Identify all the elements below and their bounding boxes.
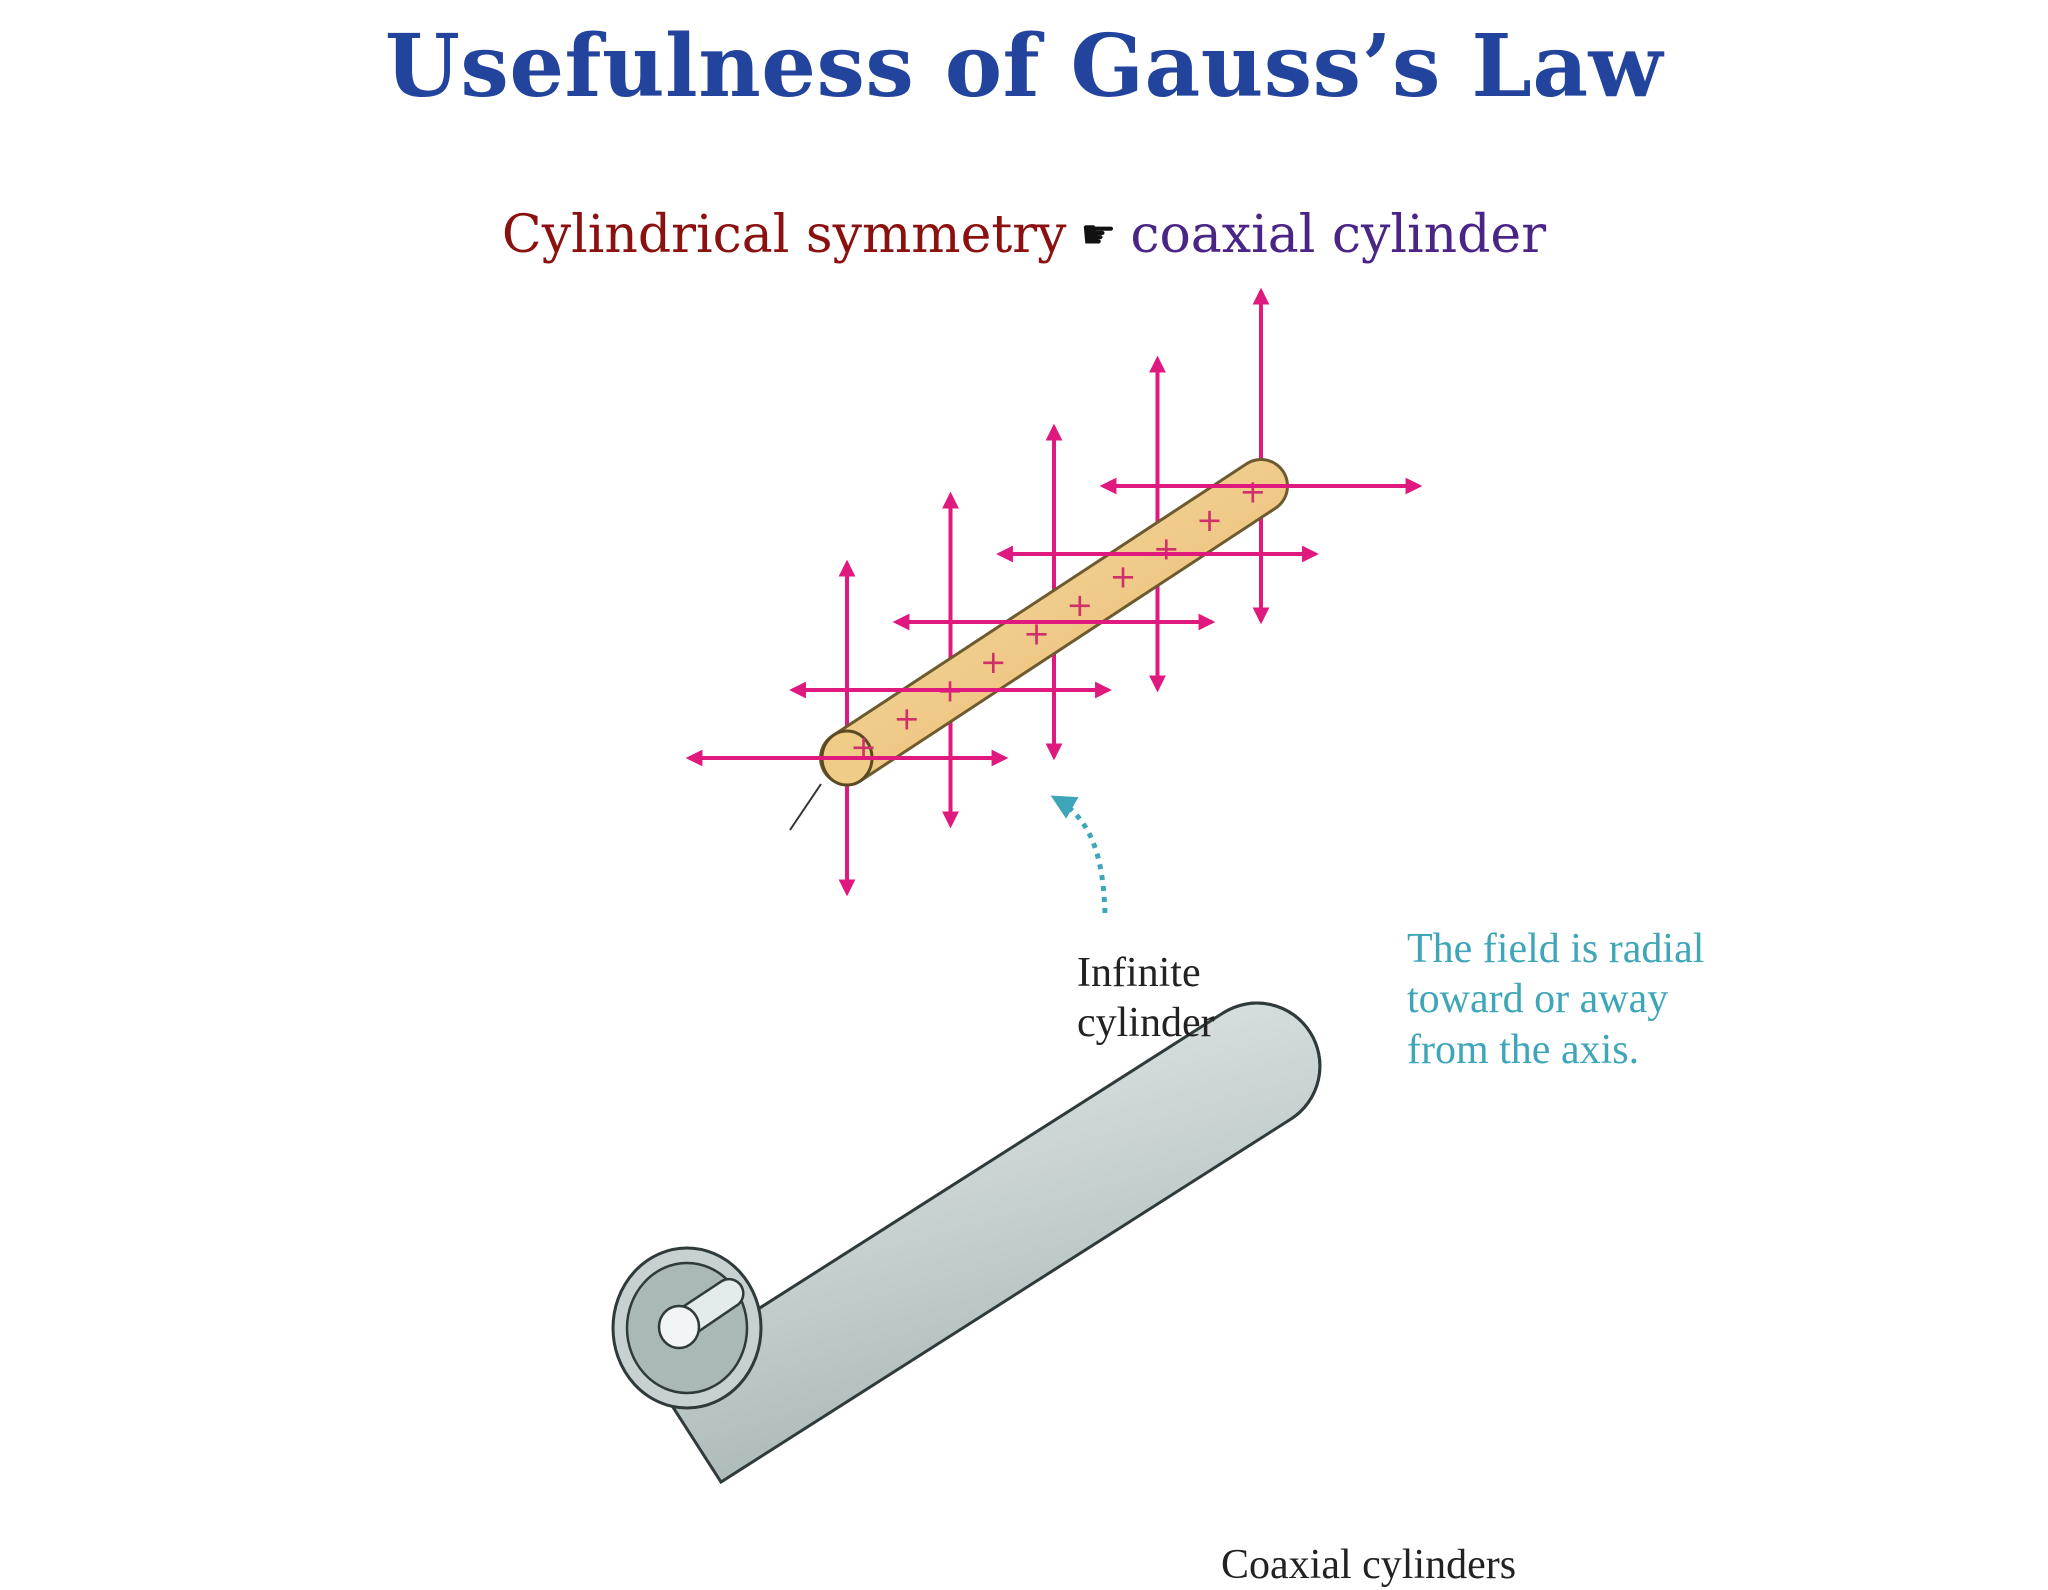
- plus-charge: +: [1239, 472, 1266, 510]
- subtitle-left: Cylindrical symmetry: [501, 205, 1067, 265]
- field-note: The field is radial toward or away from …: [1407, 924, 1704, 1075]
- slide-title: Usefulness of Gauss’s Law: [384, 16, 1664, 117]
- field-note-line2: toward or away: [1407, 976, 1669, 1023]
- field-note-line1: The field is radial: [1407, 926, 1705, 972]
- plus-charge: +: [980, 643, 1007, 681]
- coaxial-cylinders: [611, 1001, 1322, 1485]
- field-note-line3: from the axis.: [1407, 1026, 1640, 1073]
- subtitle-right: coaxial cylinder: [1130, 205, 1547, 265]
- infinite-label-line1: Infinite: [1077, 950, 1201, 996]
- coaxial-cylinders-label: Coaxial cylinders: [1221, 1542, 1517, 1588]
- field-arrows-front: [685, 477, 1423, 767]
- plus-charge: +: [1153, 529, 1180, 567]
- field-note-pointer: [1050, 795, 1108, 914]
- figure-panel: ++++++++++ Infinite cylinder The field i…: [385, 118, 2043, 1588]
- plus-charge: +: [893, 700, 920, 738]
- plus-charge: +: [1066, 586, 1093, 624]
- plus-charge: +: [850, 728, 877, 766]
- pointing-hand-icon: ☛: [1080, 212, 1117, 258]
- infinite-label-line2: cylinder: [1077, 1000, 1215, 1047]
- infinite-cylinder-label: Infinite cylinder: [1077, 948, 1215, 1049]
- plus-charge: +: [1196, 501, 1223, 539]
- cylinder-diagram: ++++++++++: [611, 287, 1423, 1485]
- plus-charge: +: [1110, 558, 1137, 596]
- subtitle: Cylindrical symmetry ☛ coaxial cylinder: [0, 205, 2048, 265]
